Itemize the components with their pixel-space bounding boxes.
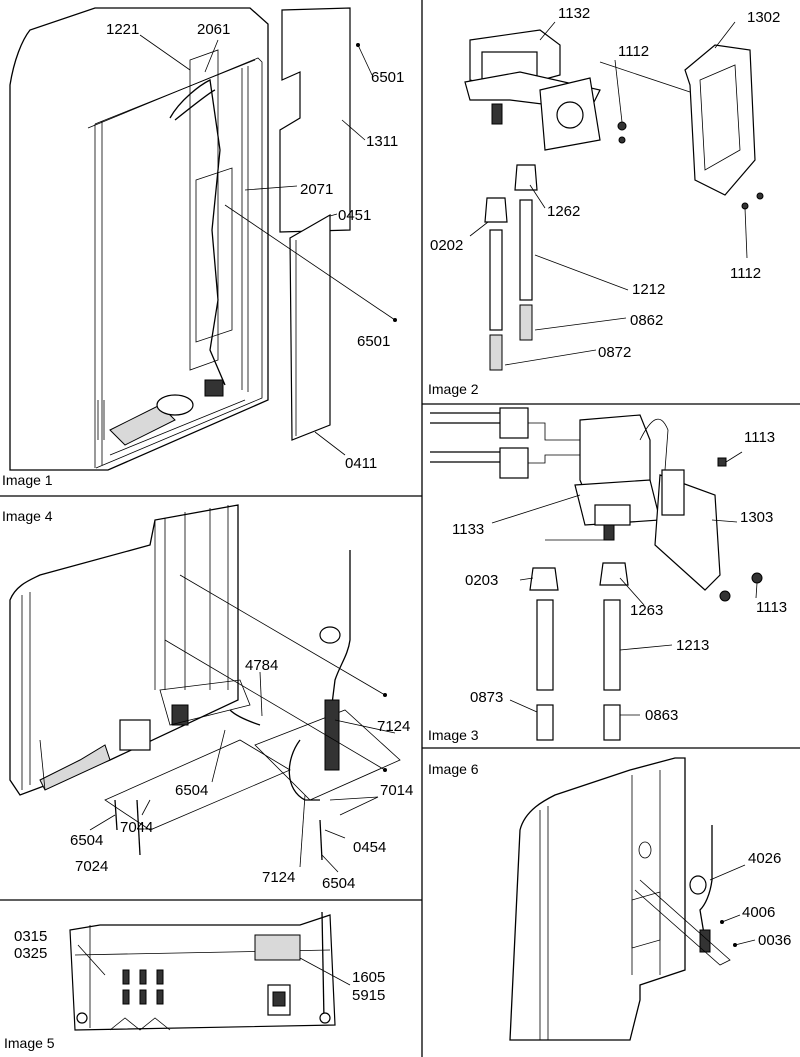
callout-4006: 4006 [742,904,775,921]
callout-5915: 5915 [352,987,385,1004]
callout-7124-right: 7124 [377,718,410,735]
callout-7124-bottom: 7124 [262,869,295,886]
image-4-title: Image 4 [2,508,53,524]
image-2-drawing [464,21,764,371]
image-1-drawing [9,7,397,471]
callout-0036: 0036 [758,932,791,949]
image-4-panel: 4784 7124 6504 7014 6504 7044 0454 7024 … [2,504,413,892]
callout-1263: 1263 [630,602,663,619]
vent-slots [122,969,164,1005]
callout-7024: 7024 [75,858,108,875]
callout-0873: 0873 [470,689,503,706]
callout-6501-top: 6501 [371,69,404,86]
callout-1212: 1212 [632,281,665,298]
callout-4784: 4784 [245,657,278,674]
callout-0862: 0862 [630,312,663,329]
callout-1112-top: 1112 [618,43,649,60]
callout-6504-bottom: 6504 [322,875,355,892]
image-5-title: Image 5 [4,1035,55,1051]
image-1-title: Image 1 [2,472,53,488]
callout-2061: 2061 [197,21,230,38]
callout-0872: 0872 [598,344,631,361]
callout-0454: 0454 [353,839,386,856]
image-5-drawing [69,911,351,1031]
callout-6501-lower: 6501 [357,333,390,350]
image-3-panel: 1113 1133 1303 0203 1263 1113 1213 0873 … [428,407,787,743]
image-3-title: Image 3 [428,727,479,743]
callout-2071: 2071 [300,181,333,198]
callout-0202: 0202 [430,237,463,254]
callout-1302: 1302 [747,9,780,26]
callout-1213: 1213 [676,637,709,654]
image-2-panel: 1132 1112 1302 1262 0202 1212 1112 0862 … [428,5,780,397]
callout-1112-lower: 1112 [730,265,761,282]
callout-1113-top: 1113 [744,429,775,446]
callout-7044: 7044 [120,819,153,836]
image-4-drawing [9,504,401,873]
callout-1132: 1132 [558,5,590,22]
callout-0203: 0203 [465,572,498,589]
callout-1262: 1262 [547,203,580,220]
image-6-panel: 4026 4006 0036 Image 6 [428,757,791,1041]
callout-6504-center: 6504 [175,782,208,799]
image-1-panel: 1221 2061 6501 1311 2071 0451 6501 0411 … [2,7,404,488]
callout-1605: 1605 [352,969,385,986]
callout-6504-left: 6504 [70,832,103,849]
image-5-panel: 0315 0325 1605 5915 Image 5 [4,911,385,1051]
image-3-drawing [430,407,763,741]
callout-0451: 0451 [338,207,371,224]
callout-1303: 1303 [740,509,773,526]
callout-1113-lower: 1113 [756,599,787,616]
callout-7014: 7014 [380,782,413,799]
callout-1221: 1221 [106,21,139,38]
callout-0411: 0411 [345,455,377,472]
image-2-title: Image 2 [428,381,479,397]
callout-4026: 4026 [748,850,781,867]
callout-0325: 0325 [14,945,47,962]
callout-1133: 1133 [452,521,484,538]
callout-1311: 1311 [366,133,398,150]
callout-0863: 0863 [645,707,678,724]
image-6-drawing [509,757,756,1041]
image-6-title: Image 6 [428,761,479,777]
callout-0315: 0315 [14,928,47,945]
